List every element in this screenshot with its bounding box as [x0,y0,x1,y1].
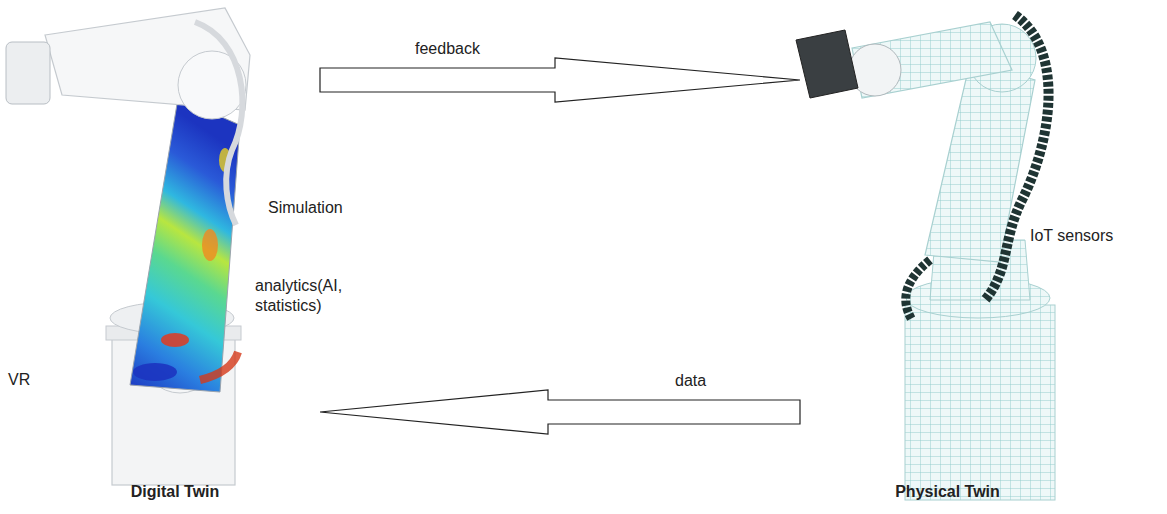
physical-twin-robot [796,15,1055,500]
annotation-label: Simulation [268,198,388,218]
twin-title: Physical Twin [800,483,1095,501]
annotation-label: IoT sensors [1030,226,1160,246]
arrow-label: data [672,372,709,390]
digital-twin-robot [6,8,250,485]
block-arrow [320,390,800,434]
block-arrow [320,58,800,102]
twin-node: Digital Twin [30,5,320,505]
twin-title: Digital Twin [30,483,320,501]
annotation-label: analytics(AI, statistics) [255,276,367,316]
arrow-label: feedback [412,40,483,58]
twin-node: Physical Twin [800,5,1095,505]
annotation-label: VR [8,370,68,390]
